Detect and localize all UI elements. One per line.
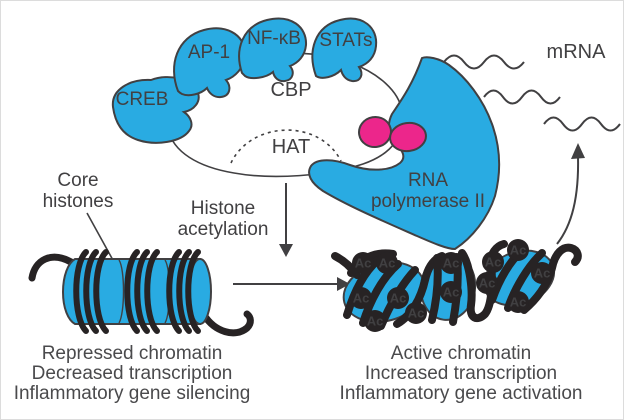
dna-wrap-coil xyxy=(166,249,182,334)
ac-badge xyxy=(531,262,553,284)
acetylation-transition-arrowhead xyxy=(337,277,350,291)
acetyl-badges: Ac Ac Ac Ac Ac Ac Ac Ac Ac Ac Ac Ac Ac xyxy=(350,239,553,332)
ac-label: Ac xyxy=(510,295,527,310)
ac-label: Ac xyxy=(367,314,384,329)
ac-badge xyxy=(482,251,504,273)
repressed-caption-line1: Repressed chromatin xyxy=(42,343,223,364)
mrna-squiggle-3 xyxy=(543,116,621,132)
polymerase-subunit-oval-left xyxy=(358,115,392,149)
ac-badge xyxy=(352,252,374,274)
ac-label: Ac xyxy=(534,266,551,281)
dna-wrap-coil xyxy=(93,249,109,334)
ac-badge xyxy=(440,252,462,274)
ac-label: Ac xyxy=(355,256,372,271)
ac-badge xyxy=(387,287,409,309)
polymerase-subunit-oval-right xyxy=(389,121,427,153)
dna-tail-right xyxy=(200,310,254,337)
ac-label: Ac xyxy=(479,276,496,291)
transcription-arrowhead xyxy=(571,143,585,159)
histone-acetylation-label-line2: acetylation xyxy=(178,219,269,240)
cbp-label: CBP xyxy=(270,79,311,101)
ac-label: Ac xyxy=(353,291,370,306)
ac-badge xyxy=(440,281,462,303)
hat-domain-arc xyxy=(230,129,342,164)
dna-strand xyxy=(343,256,382,319)
ap1-label: AP-1 xyxy=(188,42,230,63)
ap1-blob xyxy=(173,27,247,99)
repressed-caption-line3: Inflammatory gene silencing xyxy=(14,383,251,404)
ac-label: Ac xyxy=(390,291,407,306)
rna-polymerase-label-line2: polymerase II xyxy=(371,191,485,212)
dna-wrap-coil xyxy=(73,249,89,334)
ac-badge xyxy=(476,272,498,294)
ac-badge xyxy=(350,287,372,309)
ac-badge xyxy=(364,310,386,332)
ac-badge xyxy=(376,252,398,274)
core-histones-label-line1: Core xyxy=(57,170,98,191)
rna-polymerase-label-line1: RNA xyxy=(408,170,448,191)
dna-strand xyxy=(520,243,582,314)
histone-acetylation-label-line1: Histone xyxy=(191,198,255,219)
dna-wrap-coil xyxy=(144,249,160,334)
repressed-chromatin xyxy=(28,249,254,337)
stats-blob xyxy=(311,17,378,83)
cylinder-separator-1 xyxy=(118,259,125,324)
active-caption-line3: Inflammatory gene activation xyxy=(340,383,583,404)
nfkb-blob xyxy=(238,17,308,83)
dna-wrap-coil xyxy=(134,249,150,334)
ac-label: Ac xyxy=(443,285,460,300)
active-chromatin: Ac Ac Ac Ac Ac Ac Ac Ac Ac Ac Ac Ac Ac xyxy=(331,239,582,332)
dna-wrap-coil xyxy=(83,249,99,334)
dna-wrap-coil xyxy=(185,249,201,334)
mrna-label: mRNA xyxy=(547,41,607,63)
ac-badge xyxy=(507,291,529,313)
mrna-squiggle-1 xyxy=(443,54,525,70)
stats-label: STATs xyxy=(319,30,372,51)
active-caption-line2: Increased transcription xyxy=(365,363,557,384)
core-histones-pointer-line xyxy=(86,212,115,263)
nfkb-label: NF-κB xyxy=(247,28,301,49)
ac-badge xyxy=(507,239,529,261)
ac-label: Ac xyxy=(443,256,460,271)
dna-tail-left xyxy=(28,253,75,282)
transcription-arrow-curve xyxy=(556,155,580,245)
dna-wrap-coil xyxy=(124,249,140,334)
ac-badge xyxy=(405,302,427,324)
ac-label: Ac xyxy=(510,243,527,258)
ac-label: Ac xyxy=(379,256,396,271)
dna-strand xyxy=(428,254,442,324)
ac-label: Ac xyxy=(408,306,425,321)
core-histones-label-line2: histones xyxy=(43,191,114,212)
hat-label: HAT xyxy=(272,136,311,158)
dna-wrap-coil xyxy=(176,249,192,334)
creb-label: CREB xyxy=(116,89,169,110)
repressed-caption-line2: Decreased transcription xyxy=(32,363,233,384)
active-caption-line1: Active chromatin xyxy=(391,343,531,364)
ac-label: Ac xyxy=(485,255,502,270)
creb-blob xyxy=(111,76,200,144)
histone-acetylation-arrowhead xyxy=(279,244,293,257)
mrna-squiggle-2 xyxy=(483,89,561,105)
